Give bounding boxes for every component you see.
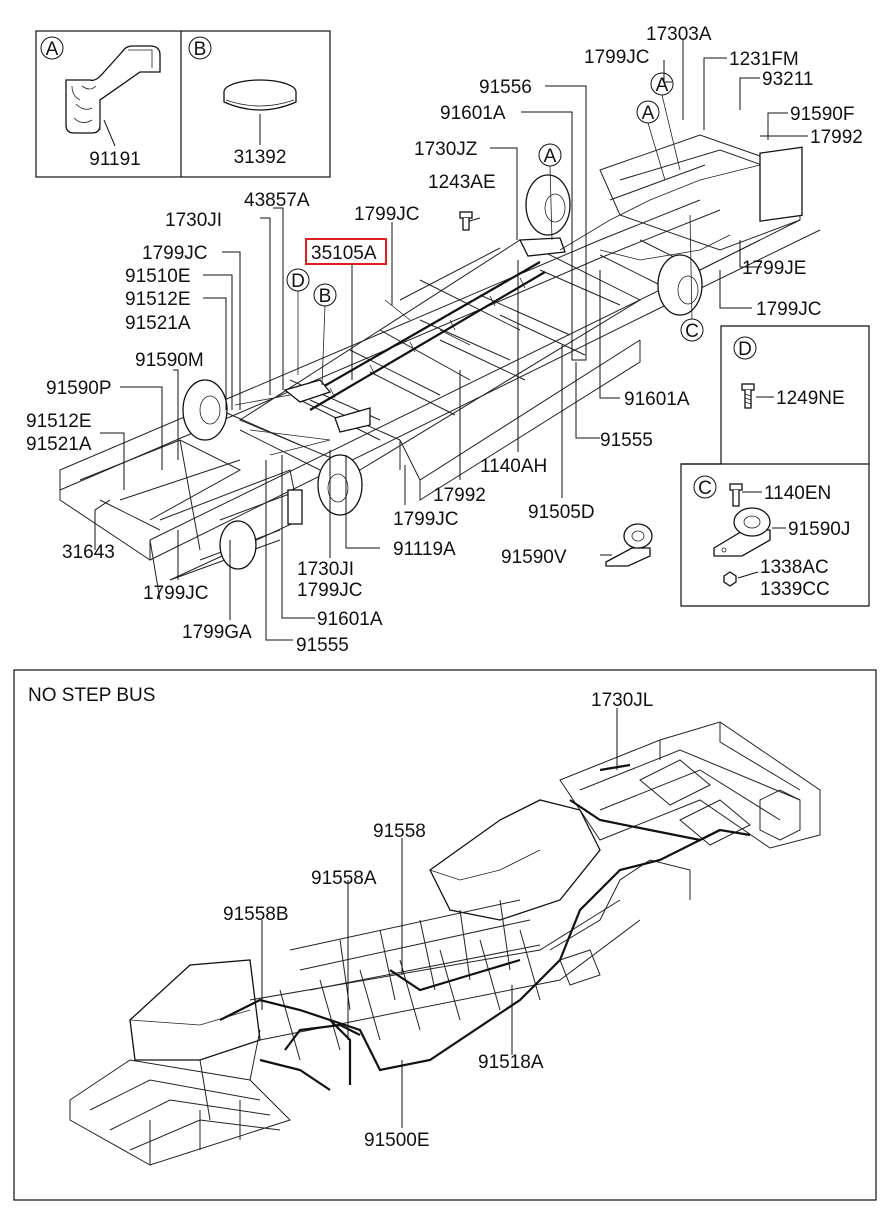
circle-letter: A [642,103,655,124]
part-label: 91601A [440,103,506,124]
part-label: 1730JZ [414,139,478,160]
inset-a-b-box [35,30,331,178]
part-label: 31392 [234,147,287,168]
circle-letter: C [685,321,699,342]
circle-letter-a-icon [40,36,64,60]
circle-letter-c-icon [693,475,717,499]
inset-d: D 1249NE [733,336,845,409]
inset-d-letter: D [738,339,752,360]
part-label: 91521A [125,313,191,334]
part-label: 91510E [125,266,191,287]
part-label: 1338AC [760,557,829,578]
part-label: 91556 [479,77,532,98]
part-label: 1799JC [142,243,208,264]
wheels [182,174,703,570]
part-label: 31643 [62,542,115,563]
circle-letter: B [319,286,332,307]
inset-b-letter: B [194,39,207,60]
part-label: 91590F [790,104,854,125]
highlight-box [305,238,387,265]
circle-letter: A [656,75,669,96]
circle-letter-d-icon [733,336,757,360]
part-label: 91558B [223,904,289,925]
part-label: 91590P [46,378,112,399]
part-label: 91590J [788,519,850,540]
inset-a-letter: A [46,39,59,60]
fuel-pipes [234,164,761,456]
inset-b: B 31392 [188,36,297,168]
inset-c: C 1140EN 91590J 1338AC 1339CC [693,475,850,600]
part-label: 91590M [135,350,204,371]
bolt-icon [741,383,755,409]
part-labels-lower: 1730JL 91558 91558A 91558B 91518A 91500E [223,690,653,1151]
fuel-lines-lower [219,763,751,1091]
part-label: 91518A [478,1052,544,1073]
circle-callouts: A A A B C D [286,72,704,386]
circle-letter: A [544,146,557,167]
part-label: 43857A [244,190,310,211]
rubber-bushing-clamp-icon [713,507,771,557]
part-label: 1799JC [354,204,420,225]
part-label: 91601A [624,389,690,410]
part-label: 1249NE [776,388,845,409]
part-label: 93211 [762,69,813,90]
part-label: 91601A [317,609,383,630]
part-label: 91119A [393,539,456,560]
part-label: 91505D [528,502,595,523]
part-label: 1140AH [480,456,547,477]
no-step-bus-box [13,669,877,1201]
part-label: 91500E [364,1130,430,1151]
part-label: 1730JL [591,690,653,711]
circle-letter-b-icon [188,36,212,60]
part-label: 91558 [373,821,426,842]
part-label: 91590V [501,547,567,568]
part-label: 1799GA [182,622,252,643]
part-label: 17303A [646,24,712,45]
part-label: 1799JC [756,299,822,320]
weatherstrip-icon [65,45,161,134]
part-labels-upper: 17303A 1799JC 1231FM 91556 93211 91590F … [26,24,863,656]
circle-letter: D [291,271,305,292]
leader-lines-upper [94,40,808,641]
leader-lines-lower [261,708,618,1128]
part-label: 91555 [600,430,653,451]
part-label: 91191 [89,149,140,170]
part-label: 17992 [810,127,863,148]
part-label: 91512E [26,411,92,432]
part-label: 91558A [311,868,377,889]
part-label: 1231FM [729,49,799,70]
inset-d-c-box [680,325,870,607]
bolt-icon [459,211,473,231]
part-label: 1799JC [584,47,650,68]
part-label: 1339CC [760,579,830,600]
part-label: 91521A [26,434,92,455]
part-label: 1140EN [764,483,831,504]
plug-cap-icon [223,79,297,111]
part-label: 1243AE [428,172,496,193]
highlighted-part-label[interactable]: 35105A [311,243,377,264]
bracket-icon [605,523,653,567]
nut-icon [723,571,737,587]
part-label: 17992 [433,485,486,506]
part-label: 1799JE [742,258,806,279]
no-step-bus-title: NO STEP BUS [28,685,155,706]
part-label: 1799JC [297,580,363,601]
lower-chassis-frame [69,721,821,1166]
bolt-icon [729,483,743,507]
part-label: 1799JC [143,583,209,604]
part-label: 1730JI [297,559,354,580]
part-label: 91555 [296,635,349,656]
part-label: 1730JI [165,210,222,231]
inset-a: A 91191 [40,36,161,170]
part-label: 1799JC [393,509,459,530]
inset-c-letter: C [698,478,712,499]
part-label: 91512E [125,289,191,310]
